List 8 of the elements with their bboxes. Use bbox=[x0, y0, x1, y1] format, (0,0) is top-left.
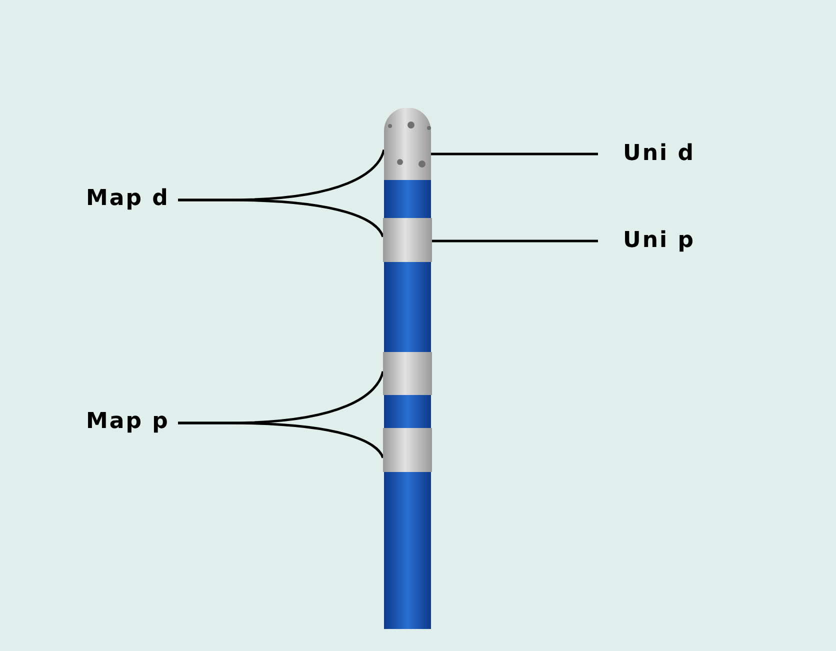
leader-line bbox=[432, 240, 598, 242]
leader-line bbox=[431, 152, 598, 156]
part-label: Uni d bbox=[623, 141, 699, 167]
leader-line bbox=[178, 198, 384, 238]
part-label: Map d bbox=[86, 186, 172, 212]
part-label: Map p bbox=[86, 409, 172, 435]
leader-line bbox=[178, 422, 384, 458]
part-label: Uni p bbox=[623, 228, 699, 254]
